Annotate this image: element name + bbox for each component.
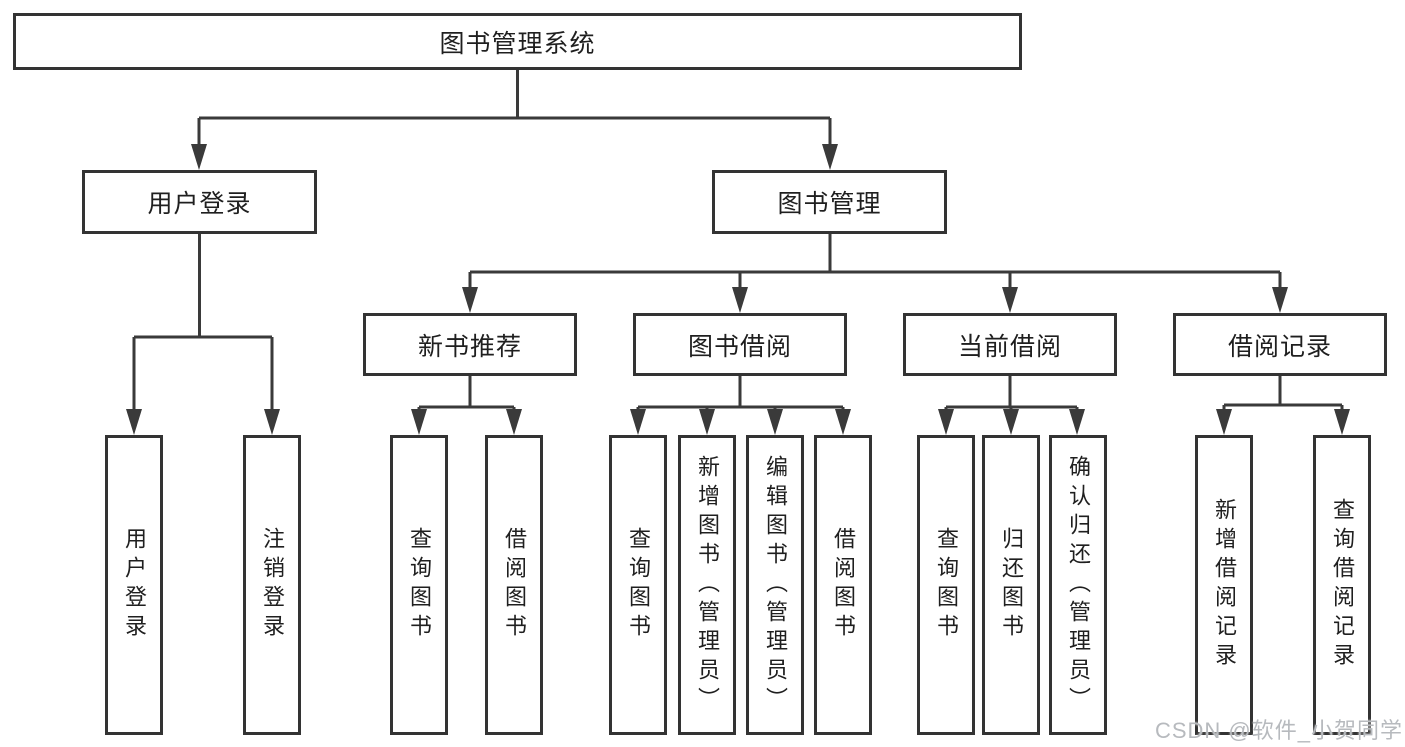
leaf-edit-books-admin-label: 编辑图书（管理员）	[763, 454, 788, 716]
node-borrow-records: 借阅记录	[1173, 313, 1387, 376]
node-current-borrow-label: 当前借阅	[957, 332, 1062, 361]
leaf-recommend-borrow-books: 借阅图书	[485, 435, 543, 735]
node-book-management-label: 图书管理	[777, 190, 882, 218]
node-current-borrow: 当前借阅	[903, 313, 1117, 376]
leaf-borrow-query-books-label: 查询图书	[626, 527, 651, 643]
leaf-query-borrow-record: 查询借阅记录	[1313, 435, 1371, 735]
csdn-watermark: CSDN @软件_小贺同学	[1154, 718, 1403, 743]
leaf-current-query-books: 查询图书	[917, 435, 975, 735]
leaf-recommend-query-books: 查询图书	[390, 435, 448, 735]
leaf-logout: 注销登录	[243, 435, 301, 735]
leaf-borrow-query-books: 查询图书	[609, 435, 667, 735]
node-user-login: 用户登录	[82, 170, 317, 234]
node-borrow-records-label: 借阅记录	[1227, 332, 1332, 361]
leaf-return-books-label: 归还图书	[999, 527, 1024, 643]
leaf-user-login: 用户登录	[105, 435, 163, 735]
leaf-add-borrow-record: 新增借阅记录	[1195, 435, 1253, 735]
leaf-add-books-admin-label: 新增图书（管理员）	[695, 454, 720, 716]
node-new-book-recommend-label: 新书推荐	[417, 332, 522, 361]
leaf-user-login-label: 用户登录	[122, 527, 147, 643]
leaf-logout-label: 注销登录	[260, 527, 285, 643]
leaf-confirm-return-admin: 确认归还（管理员）	[1049, 435, 1107, 735]
leaf-recommend-query-books-label: 查询图书	[407, 527, 432, 643]
leaf-add-borrow-record-label: 新增借阅记录	[1212, 498, 1237, 672]
node-book-borrow: 图书借阅	[633, 313, 847, 376]
leaf-borrow-books-label: 借阅图书	[831, 527, 856, 643]
leaf-add-books-admin: 新增图书（管理员）	[678, 435, 736, 735]
node-new-book-recommend: 新书推荐	[363, 313, 577, 376]
leaf-return-books: 归还图书	[982, 435, 1040, 735]
node-root-system: 图书管理系统	[13, 13, 1022, 70]
leaf-current-query-books-label: 查询图书	[934, 527, 959, 643]
node-book-borrow-label: 图书借阅	[687, 332, 792, 361]
leaf-confirm-return-admin-label: 确认归还（管理员）	[1066, 454, 1091, 716]
leaf-recommend-borrow-books-label: 借阅图书	[502, 527, 527, 643]
node-book-management: 图书管理	[712, 170, 947, 234]
node-user-login-label: 用户登录	[147, 190, 252, 218]
node-root-label: 图书管理系统	[439, 29, 596, 58]
leaf-edit-books-admin: 编辑图书（管理员）	[746, 435, 804, 735]
leaf-borrow-books: 借阅图书	[814, 435, 872, 735]
leaf-query-borrow-record-label: 查询借阅记录	[1330, 498, 1355, 672]
